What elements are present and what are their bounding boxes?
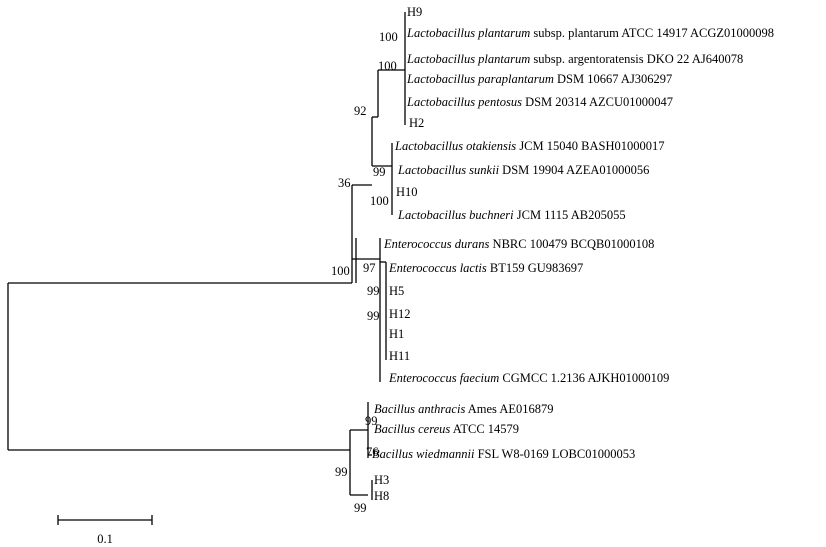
leaf-label-anthracis: Bacillus anthracis Ames AE016879 [374,402,554,416]
leaf-label-H11: H11 [389,349,410,363]
bootstrap-enterococcus-h5: 99 [367,284,380,298]
leaf-label-otakiensis: Lactobacillus otakiensis JCM 15040 BASH0… [394,139,664,153]
leaf-label-H2: H2 [409,116,424,130]
bootstrap-bacillus-clade: 99 [335,465,348,479]
leaf-label-H5: H5 [389,284,404,298]
scale-bar: 0.1 [57,515,153,546]
scale-bar-label: 0.1 [97,532,113,546]
bootstrap-plantarum-group: 100 [379,30,398,44]
bootstrap-cereus-group: 99 [365,414,378,428]
bootstrap-labels: 100 100 92 99 100 36 100 97 99 99 99 99 76 99 [331,30,398,515]
bootstrap-buchneri-pair: 100 [370,194,389,208]
leaf-label-H1: H1 [389,327,404,341]
bootstrap-cereus-pair: 76 [366,445,379,459]
leaf-label-durans: Enterococcus durans NBRC 100479 BCQB0100… [383,237,654,251]
tree-branches [7,12,406,500]
leaf-label-H8: H8 [374,489,389,503]
bootstrap-enterococcus-clade: 100 [331,264,350,278]
leaf-label-argentoratensis: Lactobacillus plantarum subsp. argentora… [406,52,743,66]
leaf-label-sunkii: Lactobacillus sunkii DSM 19904 AZEA01000… [397,163,649,177]
leaf-label-faecium: Enterococcus faecium CGMCC 1.2136 AJKH01… [388,371,669,385]
leaf-label-lactis: Enterococcus lactis BT159 GU983697 [388,261,583,275]
leaf-label-H3: H3 [374,473,389,487]
leaf-label-pentosus: Lactobacillus pentosus DSM 20314 AZCU010… [406,95,673,109]
leaf-label-paraplantarum: Lactobacillus paraplantarum DSM 10667 AJ… [406,72,672,86]
leaf-label-H9: H9 [407,5,422,19]
bootstrap-h3-h8: 99 [354,501,367,515]
bootstrap-plantarum-clade: 100 [378,59,397,73]
bootstrap-lactobacillales: 36 [338,176,351,190]
leaf-label-H12: H12 [389,307,411,321]
bootstrap-enterococcus-faecium: 99 [367,309,380,323]
leaf-label-wiedmannii: Bacillus wiedmannii FSL W8-0169 LOBC0100… [372,447,635,461]
leaf-label-cereus: Bacillus cereus ATCC 14579 [374,422,519,436]
bootstrap-enterococcus-sub: 97 [363,261,376,275]
leaf-label-plantarum: Lactobacillus plantarum subsp. plantarum… [406,26,774,40]
leaf-label-H10: H10 [396,185,418,199]
bootstrap-lactobacillus-clade: 92 [354,104,367,118]
leaf-label-buchneri: Lactobacillus buchneri JCM 1115 AB205055 [397,208,626,222]
bootstrap-buchneri-clade: 99 [373,165,386,179]
